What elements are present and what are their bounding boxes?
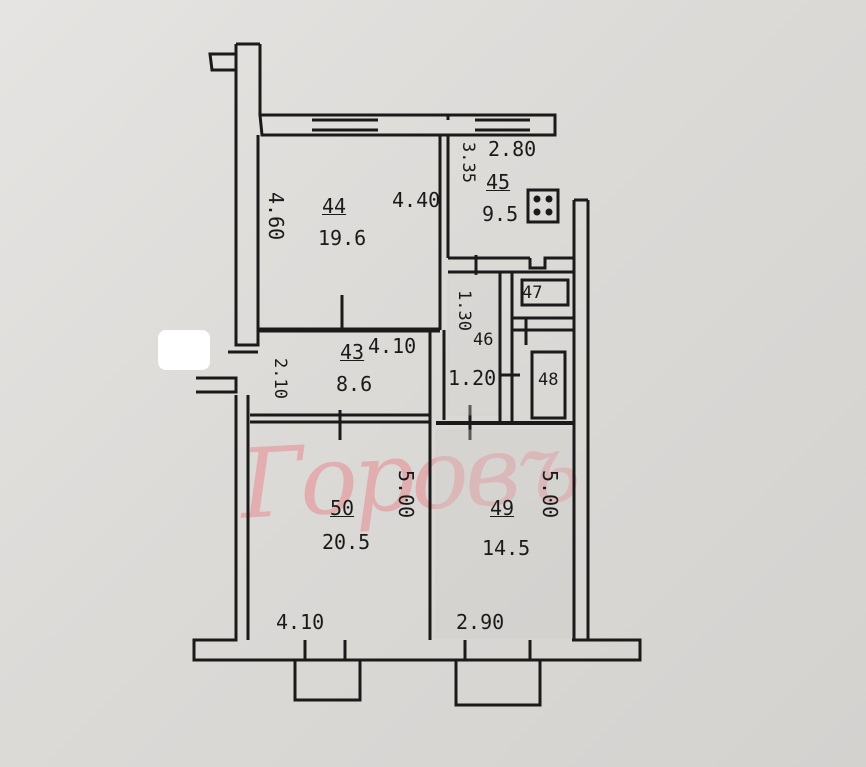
dim-45-height: 3.35 bbox=[458, 142, 478, 183]
balcony-right bbox=[454, 640, 542, 707]
room-43-area: 8.6 bbox=[336, 372, 373, 396]
stove bbox=[526, 188, 560, 224]
stove-burner-3 bbox=[533, 208, 541, 216]
balcony-left bbox=[293, 640, 362, 702]
dim-corridor-width: 1.20 bbox=[448, 366, 497, 390]
stove-burner-4 bbox=[545, 208, 553, 216]
room-47-number: 47 bbox=[522, 283, 543, 303]
redaction-mark bbox=[158, 330, 210, 370]
room-48-number: 48 bbox=[538, 370, 559, 390]
bathtub bbox=[530, 350, 567, 420]
dim-49-height: 5.00 bbox=[538, 470, 562, 519]
top-wall bbox=[258, 113, 557, 137]
dim-44-left: 4.60 bbox=[264, 192, 288, 241]
corridor-wall bbox=[428, 330, 446, 640]
dim-45-width: 2.80 bbox=[488, 137, 537, 161]
wall-45-bottom bbox=[448, 256, 574, 274]
toilet-enclosure bbox=[520, 278, 570, 307]
entry-wall bbox=[196, 376, 238, 394]
room-43-number: 43 bbox=[340, 340, 365, 364]
wall-bath bbox=[498, 272, 574, 423]
room-49-area: 14.5 bbox=[482, 536, 531, 560]
right-wall bbox=[572, 198, 590, 640]
room-44-number: 44 bbox=[322, 194, 347, 218]
dim-bath-height: 1.30 bbox=[454, 290, 474, 331]
room-50-area: 20.5 bbox=[322, 530, 371, 554]
room-50-number: 50 bbox=[330, 496, 355, 520]
stove-burner-1 bbox=[533, 195, 541, 203]
shading-49 bbox=[435, 429, 573, 639]
window-top-right bbox=[475, 113, 530, 132]
stove-burner-2 bbox=[545, 195, 553, 203]
dim-49-width: 2.90 bbox=[456, 610, 505, 634]
wall-44-45 bbox=[438, 135, 450, 330]
dim-50-height: 5.00 bbox=[394, 470, 418, 519]
window-top-left bbox=[312, 113, 378, 132]
room-45-number: 45 bbox=[486, 170, 511, 194]
dim-hall-height: 2.10 bbox=[270, 358, 290, 399]
room-45-area: 9.5 bbox=[482, 202, 519, 226]
dim-50-width: 4.10 bbox=[276, 610, 325, 634]
room-44-area: 19.6 bbox=[318, 226, 367, 250]
left-wall-upper bbox=[234, 70, 260, 347]
dim-44-right: 4.40 bbox=[392, 188, 441, 212]
left-wall-lower bbox=[192, 395, 642, 662]
room-49-number: 49 bbox=[490, 496, 515, 520]
shading-corridor bbox=[447, 274, 499, 416]
room-46-number: 46 bbox=[473, 330, 494, 350]
door-ticks bbox=[228, 255, 528, 440]
dim-hall-width: 4.10 bbox=[368, 334, 417, 358]
